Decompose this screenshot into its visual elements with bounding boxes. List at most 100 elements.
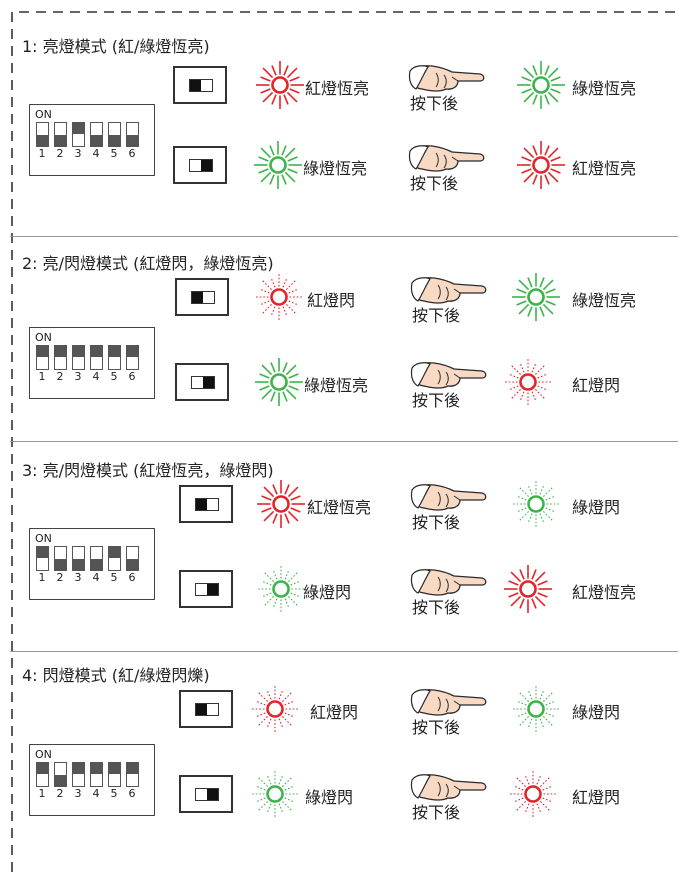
green-led-steady-icon — [511, 272, 561, 322]
dip-switch-3[interactable] — [72, 345, 85, 370]
dip-switch-6[interactable] — [126, 122, 139, 147]
section-divider — [10, 236, 678, 237]
toggle-button-left[interactable] — [173, 66, 227, 104]
dip-switch-4[interactable] — [90, 122, 103, 147]
dip-switch-2[interactable] — [54, 345, 67, 370]
red-led-steady-icon — [256, 479, 306, 529]
dip-switch-knob — [91, 559, 102, 570]
dip-on-label: ON — [35, 748, 52, 761]
dip-switch-knob — [55, 135, 66, 146]
dip-switch-number: 4 — [92, 147, 100, 160]
button-slot — [195, 583, 219, 596]
section-title: 1: 亮燈模式 (紅/綠燈恆亮) — [22, 37, 210, 56]
dip-switch-knob — [55, 346, 66, 357]
dip-switch-1[interactable] — [36, 546, 49, 571]
dip-switch-knob — [55, 559, 66, 570]
dip-switch-5[interactable] — [108, 345, 121, 370]
dip-switch-6[interactable] — [126, 345, 139, 370]
button-slider — [201, 160, 212, 171]
button-slider — [196, 499, 207, 510]
toggle-button-left[interactable] — [179, 485, 233, 523]
dip-switch-number: 1 — [38, 571, 46, 584]
dip-switch-knob — [37, 135, 48, 146]
dip-switch-3[interactable] — [72, 762, 85, 787]
pointing-hand-icon — [408, 772, 488, 802]
led-state-label: 紅燈閃 — [307, 291, 356, 310]
button-slider — [207, 584, 218, 595]
dip-switch-knob — [73, 346, 84, 357]
toggle-button-right[interactable] — [175, 363, 229, 401]
toggle-button-right[interactable] — [179, 775, 233, 813]
green-led-blink-icon — [511, 479, 561, 529]
dip-switch-3[interactable] — [72, 122, 85, 147]
dip-switch-number: 6 — [128, 571, 136, 584]
dip-switch-number: 1 — [38, 147, 46, 160]
button-slot — [195, 788, 219, 801]
dip-switch-4[interactable] — [90, 762, 103, 787]
dip-switch-number: 3 — [74, 571, 82, 584]
dip-switch-4[interactable] — [90, 546, 103, 571]
dip-switch-number: 2 — [56, 571, 64, 584]
dip-switch-1[interactable] — [36, 345, 49, 370]
dip-switch-knob — [55, 775, 66, 786]
dip-switch-number: 2 — [56, 787, 64, 800]
toggle-button-right[interactable] — [179, 570, 233, 608]
press-label: 按下後 — [412, 718, 461, 737]
press-label: 按下後 — [412, 803, 461, 822]
button-slot — [189, 159, 213, 172]
button-slider — [207, 789, 218, 800]
toggle-button-right[interactable] — [173, 146, 227, 184]
section-title: 2: 亮/閃燈模式 (紅燈閃，綠燈恆亮) — [22, 254, 274, 273]
press-label: 按下後 — [410, 174, 459, 193]
dip-switch-number: 2 — [56, 147, 64, 160]
button-slot — [195, 703, 219, 716]
led-state-label: 綠燈閃 — [303, 583, 352, 602]
dip-switch-1[interactable] — [36, 122, 49, 147]
pointing-hand-icon — [408, 687, 488, 717]
dip-switch-6[interactable] — [126, 546, 139, 571]
red-led-blink-icon — [254, 272, 304, 322]
dip-switch-1[interactable] — [36, 762, 49, 787]
dip-switch-number: 3 — [74, 147, 82, 160]
dip-switch-number: 5 — [110, 787, 118, 800]
dip-switch-knob — [73, 763, 84, 774]
toggle-button-left[interactable] — [179, 690, 233, 728]
dip-switch-5[interactable] — [108, 546, 121, 571]
dip-switch-knob — [127, 135, 138, 146]
dip-switch-4[interactable] — [90, 345, 103, 370]
press-label: 按下後 — [412, 598, 461, 617]
dip-switch-number: 4 — [92, 787, 100, 800]
press-label: 按下後 — [412, 391, 461, 410]
dip-switch-knob — [91, 346, 102, 357]
dip-switch-2[interactable] — [54, 762, 67, 787]
green-led-steady-icon — [516, 60, 566, 110]
led-state-label: 紅燈恆亮 — [307, 498, 372, 517]
dip-on-label: ON — [35, 532, 52, 545]
dip-switch-5[interactable] — [108, 762, 121, 787]
dip-switch-number: 3 — [74, 787, 82, 800]
red-led-steady-icon — [516, 140, 566, 190]
toggle-button-left[interactable] — [175, 278, 229, 316]
dip-switch-2[interactable] — [54, 546, 67, 571]
dip-switch-number: 3 — [74, 370, 82, 383]
section-divider — [10, 651, 678, 652]
dip-switch-6[interactable] — [126, 762, 139, 787]
dip-switch-knob — [91, 135, 102, 146]
led-state-label: 紅燈恆亮 — [305, 79, 370, 98]
red-led-steady-icon — [255, 60, 305, 110]
dip-switch-2[interactable] — [54, 122, 67, 147]
dip-switch-number: 4 — [92, 571, 100, 584]
red-led-blink-icon — [250, 684, 300, 734]
dip-switch-3[interactable] — [72, 546, 85, 571]
dip-switch-number: 1 — [38, 370, 46, 383]
button-slot — [189, 79, 213, 92]
red-led-steady-icon — [503, 564, 553, 614]
dip-switch-5[interactable] — [108, 122, 121, 147]
led-state-label: 綠燈恆亮 — [572, 79, 637, 98]
